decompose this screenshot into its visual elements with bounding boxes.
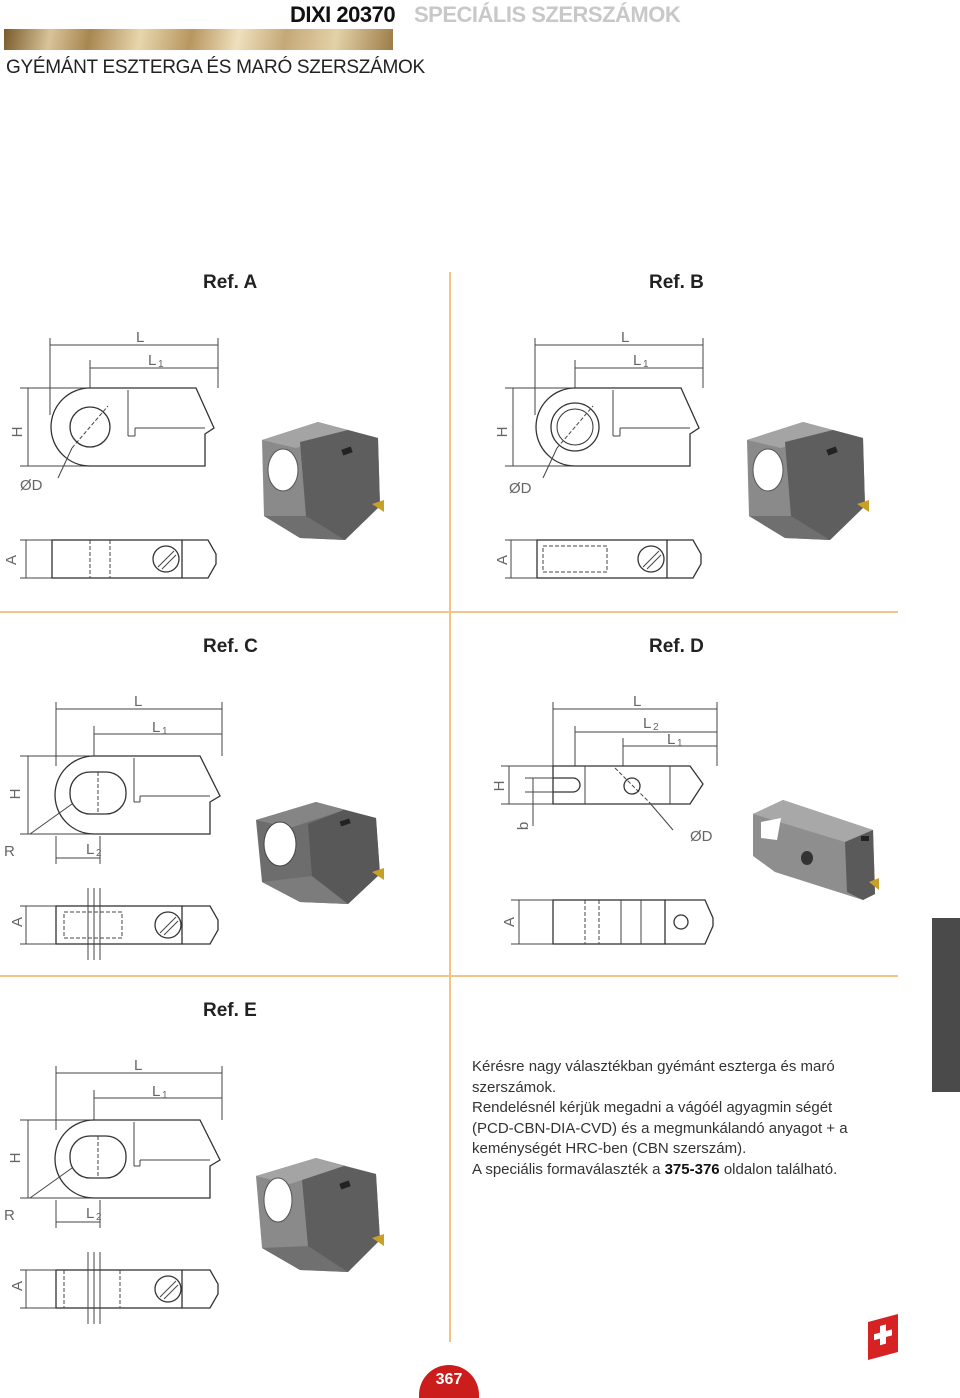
ref-a-3d-render — [262, 422, 384, 540]
ref-b-title: Ref. B — [649, 272, 704, 293]
description-line-2: Rendelésnél kérjük megadni a vágóél agya… — [472, 1099, 848, 1157]
ref-c-l-label: L — [134, 693, 142, 710]
ref-d-d-label: ØD — [690, 828, 713, 845]
ref-a-h-label: H — [9, 427, 26, 438]
ref-b-l1-label: L — [633, 352, 641, 369]
ref-d-title: Ref. D — [649, 636, 704, 657]
ref-e-l2-sub: 2 — [96, 1212, 102, 1223]
ref-e-title: Ref. E — [203, 1000, 257, 1021]
ref-b-d-label: ØD — [509, 480, 532, 497]
ref-a-l1-sub: 1 — [158, 359, 164, 370]
ref-d-l1-label: L — [667, 731, 675, 748]
horizontal-divider-1 — [0, 611, 898, 613]
ref-b-a-label: A — [494, 555, 511, 565]
ref-b-drawing: L L 1 H ØD A — [494, 329, 869, 579]
ref-b-l-label: L — [621, 329, 629, 346]
description-page-ref: 375-376 — [664, 1160, 720, 1178]
ref-d-3d-render — [753, 800, 879, 900]
ref-e-3d-render — [256, 1158, 384, 1272]
description-line-3-pre: A speciális formaválaszték a — [472, 1160, 665, 1178]
vertical-divider — [449, 272, 451, 1342]
side-tab — [932, 918, 960, 1092]
ref-c-l2-sub: 2 — [96, 848, 102, 859]
ref-e-drawing: L L 1 H R L 2 A — [4, 1057, 384, 1324]
ref-e-l2-label: L — [86, 1205, 94, 1222]
ref-d-drawing: L L 2 L 1 H b ØD A — [491, 693, 879, 945]
ref-d-b-label: b — [515, 822, 532, 830]
ref-d-l2-sub: 2 — [653, 722, 659, 733]
description-line-3-post: oldalon található. — [719, 1160, 838, 1178]
section-title: SPECIÁLIS SZERSZÁMOK — [414, 2, 681, 27]
ref-c-r-label: R — [4, 843, 15, 860]
ref-c-3d-render — [256, 802, 384, 904]
ref-c-title: Ref. C — [203, 636, 258, 657]
ref-d-a-label: A — [501, 917, 518, 927]
header-banner — [4, 29, 393, 50]
ref-c-drawing: L L 1 H R L 2 A — [4, 693, 384, 960]
ref-a-title: Ref. A — [203, 272, 258, 293]
ref-b-3d-render — [747, 422, 869, 540]
horizontal-divider-2 — [0, 975, 898, 977]
ref-d-l2-label: L — [643, 715, 651, 732]
ref-e-l1-sub: 1 — [162, 1090, 168, 1101]
ref-c-l1-label: L — [152, 719, 160, 736]
page-number: 367 — [419, 1365, 479, 1398]
ref-e-a-label: A — [9, 1281, 26, 1291]
page-subtitle: GYÉMÁNT ESZTERGA ÉS MARÓ SZERSZÁMOK — [6, 57, 425, 78]
ref-e-l1-label: L — [152, 1083, 160, 1100]
ref-b-l1-sub: 1 — [643, 359, 649, 370]
ref-d-l1-sub: 1 — [677, 738, 683, 749]
ref-d-h-label: H — [491, 781, 508, 792]
description-text: Kérésre nagy választékban gyémánt eszter… — [472, 1057, 872, 1180]
brand-title: DIXI 20370 — [290, 2, 396, 27]
description-line-3: A speciális formaválaszték a 375-376 old… — [472, 1160, 872, 1181]
ref-a-l-label: L — [136, 329, 144, 346]
ref-a-a-label: A — [3, 555, 20, 565]
ref-b-h-label: H — [494, 427, 511, 438]
ref-a-d-label: ØD — [20, 477, 43, 494]
ref-a-l1-label: L — [148, 352, 156, 369]
ref-c-l2-label: L — [86, 841, 94, 858]
description-line-1: Kérésre nagy választékban gyémánt eszter… — [472, 1058, 835, 1096]
ref-e-h-label: H — [7, 1153, 24, 1164]
ref-c-h-label: H — [7, 789, 24, 800]
ref-d-l-label: L — [633, 693, 641, 710]
ref-e-r-label: R — [4, 1207, 15, 1224]
ref-a-drawing: L L 1 H ØD A — [3, 329, 384, 579]
ref-c-l1-sub: 1 — [162, 726, 168, 737]
ref-c-a-label: A — [9, 917, 26, 927]
swiss-flag-icon — [868, 1314, 898, 1360]
ref-e-l-label: L — [134, 1057, 142, 1074]
